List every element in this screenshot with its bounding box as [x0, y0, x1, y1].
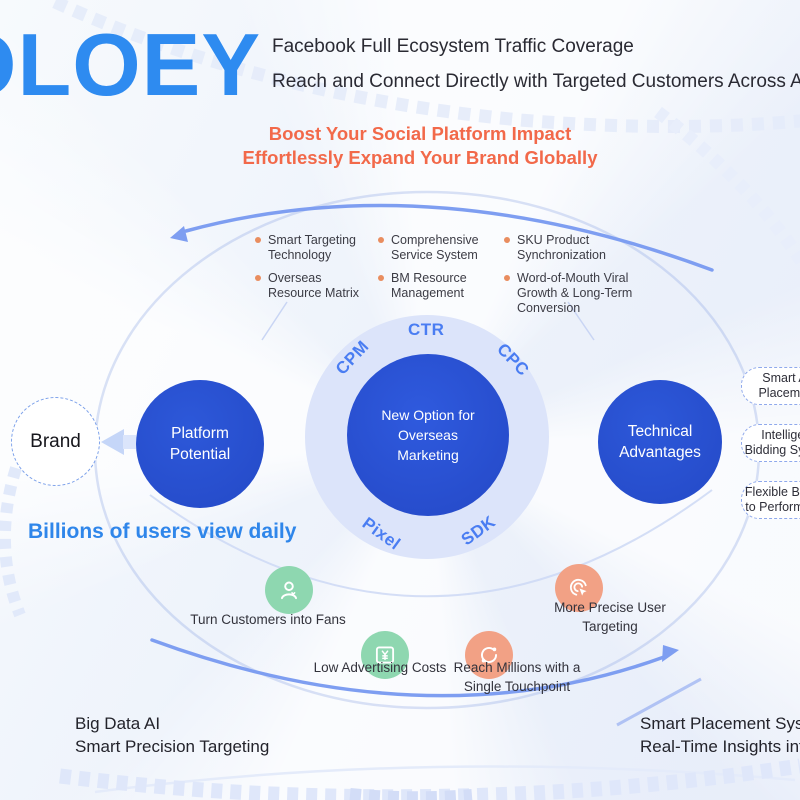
bullet-column-1: Smart Targeting Technology Overseas Reso…: [255, 233, 373, 309]
bullet-column-3: SKU Product Synchronization Word-of-Mout…: [504, 233, 669, 324]
user-heart-icon: [265, 566, 313, 614]
bullet-column-2: Comprehensive Service System BM Resource…: [378, 233, 490, 309]
bullet-item: Smart Targeting Technology: [255, 233, 373, 263]
header-line-2: Reach and Connect Directly with Targeted…: [272, 71, 800, 92]
technical-advantages-circle: Technical Advantages: [598, 380, 722, 504]
benefit-label: Reach Millions with a Single Touchpoint: [453, 660, 581, 694]
daily-users-caption: Billions of users view daily: [28, 520, 297, 543]
bullet-item: Word-of-Mouth Viral Growth & Long-Term C…: [504, 271, 669, 316]
pill-intelligent-bidding: Intelligent Bidding System: [741, 424, 800, 462]
target-cursor-icon: [555, 564, 603, 612]
banknote-yen-icon: [361, 631, 409, 679]
left-arrow-icon: [101, 429, 124, 455]
footer-left-line-2: Smart Precision Targeting: [75, 737, 270, 756]
bullet-dot-icon: [378, 275, 384, 281]
benefit-label: More Precise User Targeting: [554, 600, 666, 634]
platform-potential-circle: Platform Potential: [136, 380, 264, 508]
brand-circle: Brand: [11, 397, 100, 486]
benefit-label: Low Advertising Costs: [313, 660, 447, 675]
footer-right-line-1: Smart Placement System: [640, 714, 800, 733]
bullet-item: SKU Product Synchronization: [504, 233, 669, 263]
header-line-1: Facebook Full Ecosystem Traffic Coverage: [272, 36, 634, 57]
bullet-item: Overseas Resource Matrix: [255, 271, 373, 301]
bullet-item: Comprehensive Service System: [378, 233, 490, 263]
sync-orbit-icon: [465, 631, 513, 679]
bullet-dot-icon: [255, 237, 261, 243]
benefit-label: Turn Customers into Fans: [190, 612, 346, 627]
bullet-dot-icon: [504, 237, 510, 243]
footer-right: Smart Placement System Real-Time Insight…: [640, 712, 800, 758]
footer-left: Big Data AI Smart Precision Targeting: [75, 712, 269, 758]
footer-right-line-2: Real-Time Insights into Ad Performance: [640, 737, 800, 756]
footer-left-line-1: Big Data AI: [75, 714, 161, 733]
bullet-item: BM Resource Management: [378, 271, 490, 301]
pill-smart-ad-placement: Smart Ad Placement: [741, 367, 800, 405]
bullet-dot-icon: [255, 275, 261, 281]
tagline-line-2: Effortlessly Expand Your Brand Globally: [242, 147, 598, 168]
tagline-line-1: Boost Your Social Platform Impact: [268, 123, 572, 144]
bullet-dot-icon: [504, 275, 510, 281]
logo: OLOEY: [0, 15, 262, 114]
metric-ctr: CTR: [408, 320, 445, 339]
bullet-dot-icon: [378, 237, 384, 243]
tagline: Boost Your Social Platform Impact Effort…: [180, 122, 660, 170]
center-circle: New Option for Overseas Marketing: [347, 354, 509, 516]
pill-flexible-budget: Flexible Budget to Performance: [741, 481, 800, 519]
